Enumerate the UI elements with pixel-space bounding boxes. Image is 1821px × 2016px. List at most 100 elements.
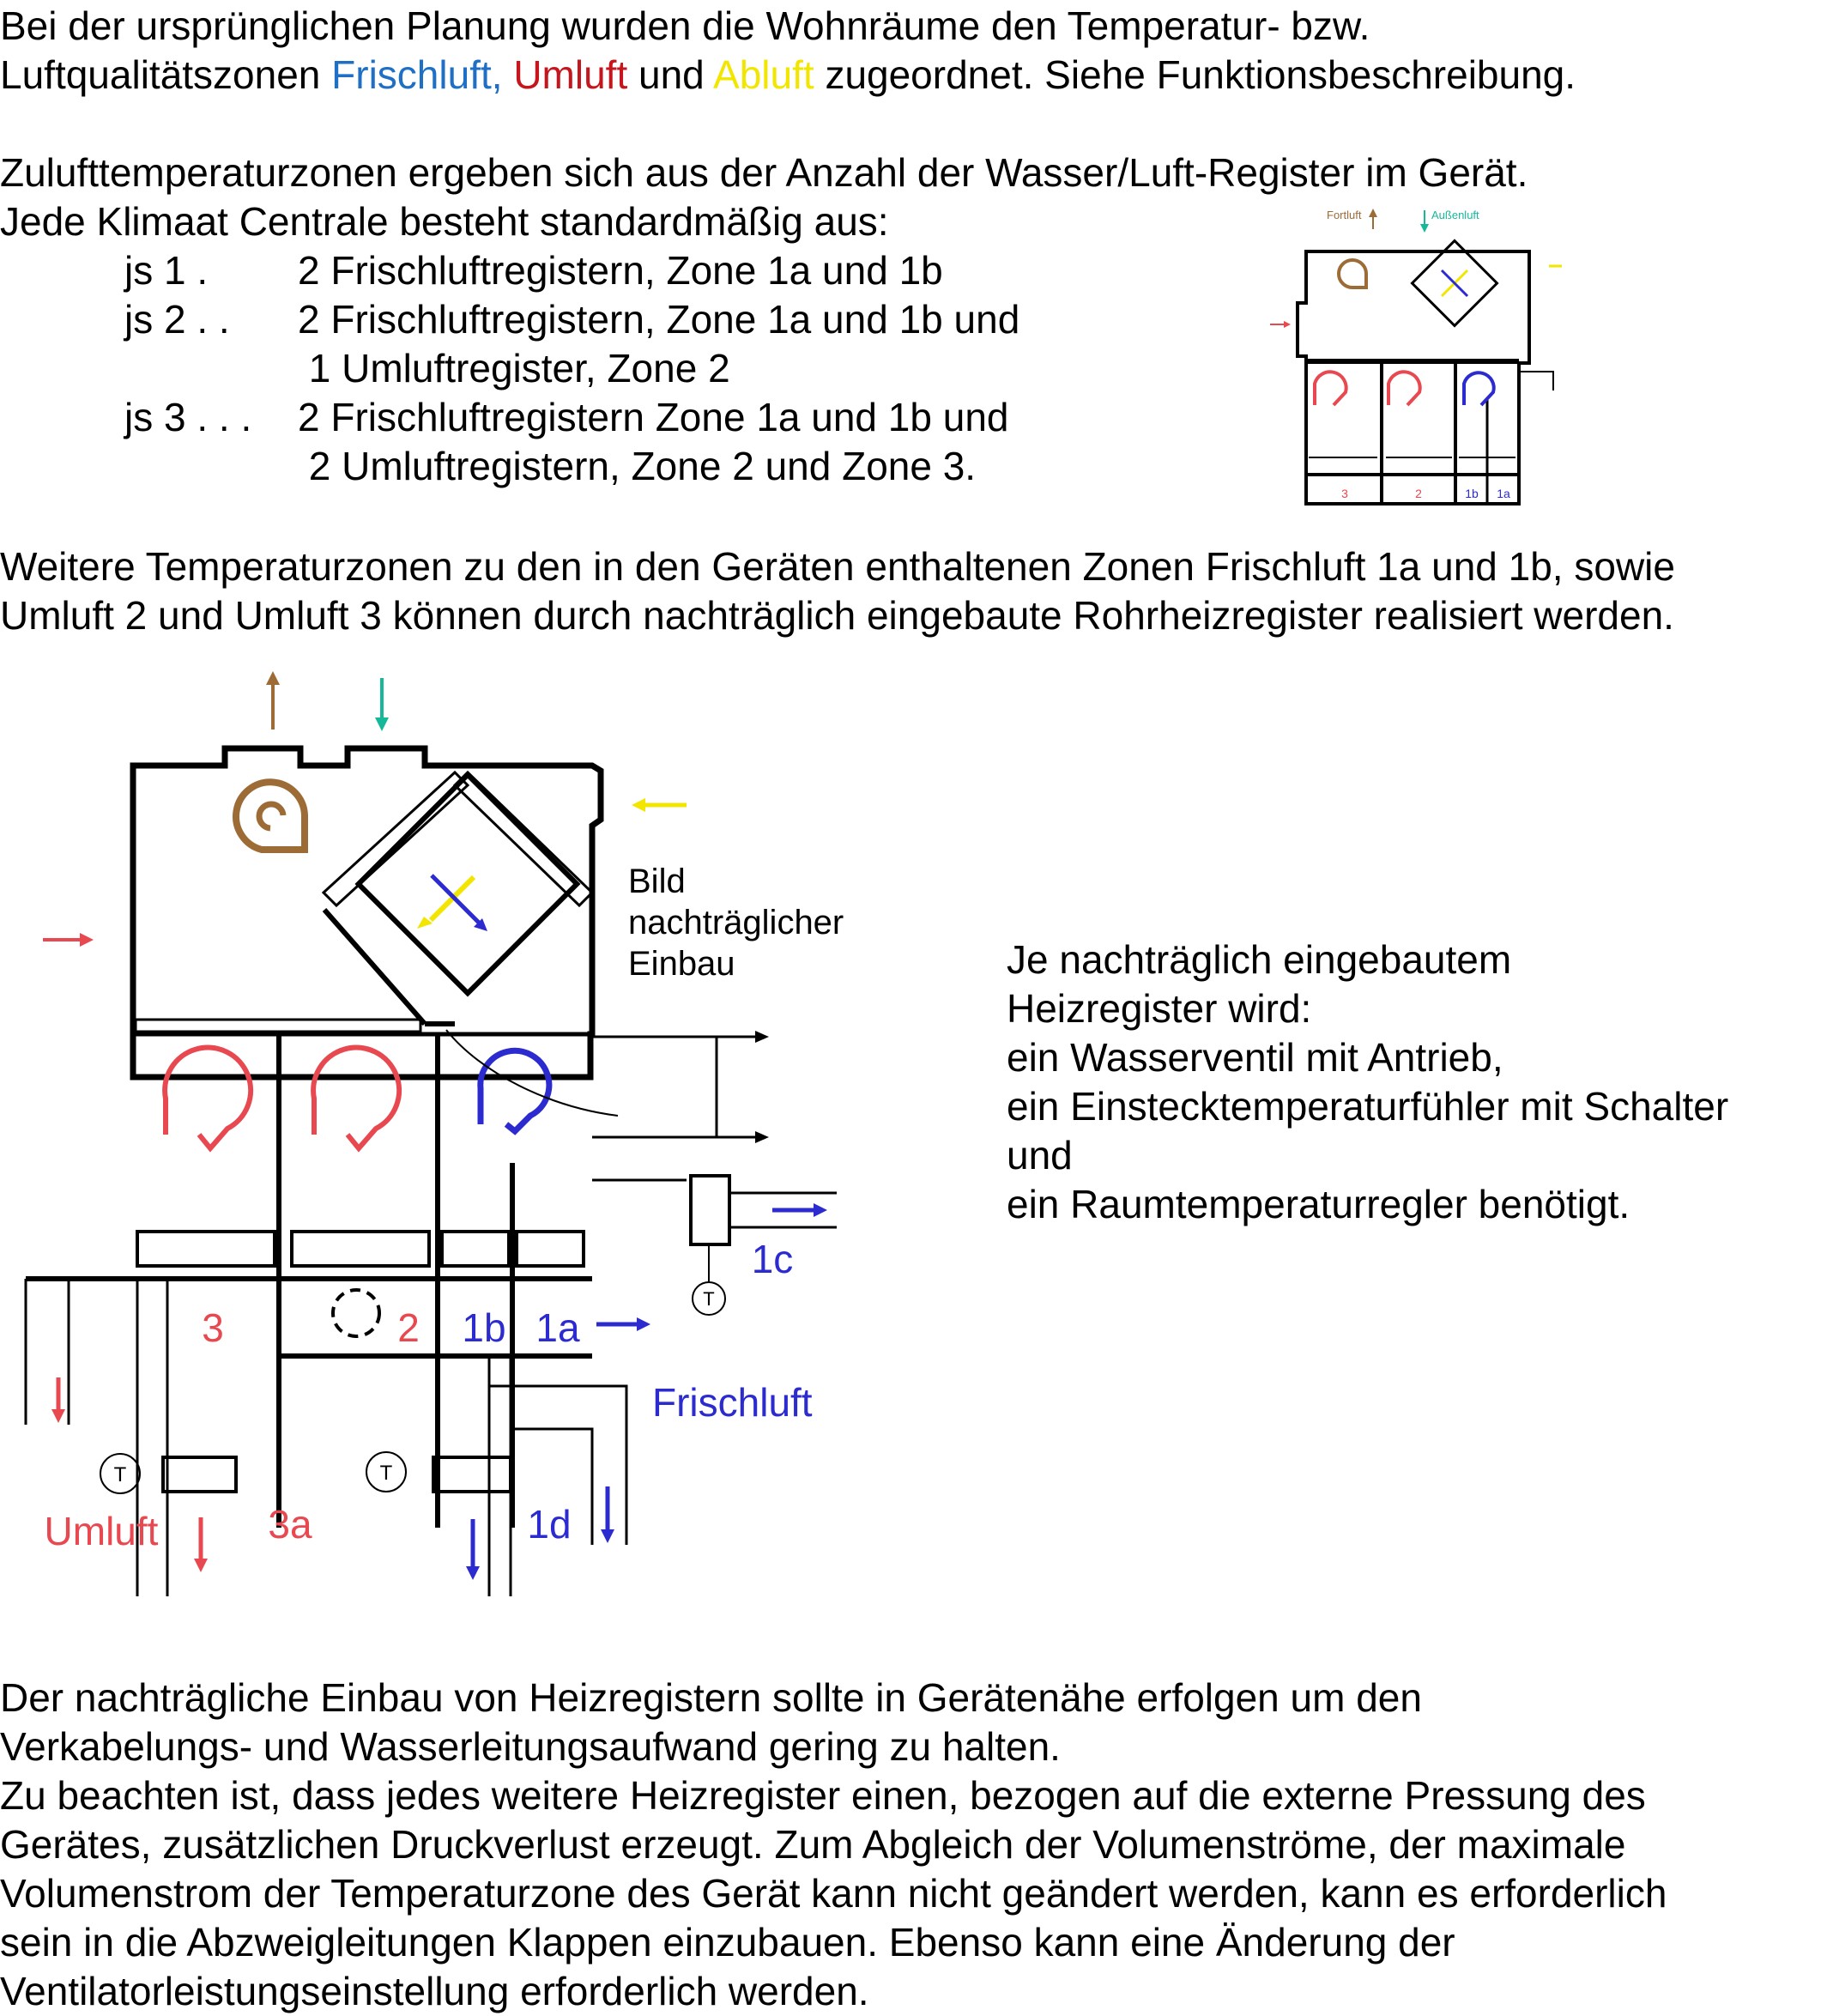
frischluft-label: Frischluft — [652, 1380, 813, 1425]
zone-2-label: 2 — [397, 1305, 420, 1350]
small-exhaust-fan-icon — [1337, 258, 1368, 289]
bypass-arrow-top — [755, 1031, 769, 1043]
zone-1b-label: 1b — [462, 1305, 505, 1350]
exhaust-fan-icon — [233, 778, 308, 853]
side-note-line-6: ein Raumtemperaturregler benötigt. — [1007, 1182, 1630, 1226]
exchanger-hatch-left — [321, 770, 470, 908]
small-fan-zone-2-icon — [1387, 370, 1422, 407]
small-zone-1b: 1b — [1465, 487, 1479, 500]
intro-line-2-suffix: zugeordnet. Siehe Funktionsbeschreibung. — [825, 52, 1576, 97]
fan-zone-2-icon — [311, 1044, 402, 1153]
abluft-arrowhead — [632, 798, 645, 812]
exhaust-fan-inner — [256, 801, 287, 832]
fan-zone-1-icon — [477, 1047, 553, 1135]
zone-umluft: Umluft — [513, 52, 628, 97]
zone-3a-heater — [161, 1456, 238, 1493]
zone-1d-arrowhead — [466, 1566, 480, 1580]
unit-housing — [130, 745, 604, 1081]
umluft-in-arrowhead — [80, 933, 94, 947]
further-line-2: Umluft 2 und Umluft 3 können durch nacht… — [0, 593, 1674, 638]
small-unit-housing — [1296, 250, 1531, 506]
side-note-line-1: Je nachträglich eingebautem — [1007, 937, 1512, 982]
retrofit-diagram: T 3 2 1b 1a 1c T Umluft 3a T 1d Frischlu… — [24, 671, 844, 1596]
caption-line-1: Bild — [628, 863, 686, 900]
closing-line-2: Verkabelungs- und Wasserleitungsaufwand … — [0, 1724, 1061, 1769]
hx-blue-arrowhead — [474, 918, 487, 931]
closing-line-6: sein in die Abzweigleitungen Klappen ein… — [0, 1920, 1455, 1965]
small-hx-blue-arrow — [1440, 269, 1469, 298]
coil-zone-2 — [290, 1230, 431, 1268]
zone-3a-sensor — [100, 1453, 141, 1494]
bypass-arrow-bottom — [755, 1131, 769, 1143]
zone-3a-sensor-label: T — [114, 1463, 127, 1486]
closing-line-7: Ventilatorleistungseinstellung erforderl… — [0, 1969, 869, 2013]
intro-line-1: Bei der ursprünglichen Planung wurden di… — [0, 3, 1370, 48]
closing-line-4: Gerätes, zusätzlichen Druckverlust erzeu… — [0, 1822, 1626, 1867]
small-label-aussenluft: Außenluft — [1431, 209, 1479, 221]
exchanger-hatch-right — [452, 770, 595, 908]
small-heat-exchanger — [1410, 239, 1499, 328]
intro-und: und — [638, 52, 705, 97]
small-zone-1a: 1a — [1497, 487, 1510, 500]
side-note-line-4: ein Einstecktemperaturfühler mit Schalte… — [1007, 1084, 1729, 1129]
model-js3-text: 2 Frischluftregistern Zone 1a und 1b und — [298, 395, 1009, 439]
further-line-1: Weitere Temperaturzonen zu den in den Ge… — [0, 544, 1675, 589]
intro-line-2: Luftqualitätszonen Frischluft, Umluft un… — [0, 51, 1576, 100]
zone-abluft: Abluft — [713, 52, 814, 97]
model-js2-text-cont: 1 Umluftregister, Zone 2 — [298, 346, 730, 390]
zone-1d-sensor — [366, 1451, 407, 1492]
closing-line-3: Zu beachten ist, dass jedes weitere Heiz… — [0, 1773, 1646, 1818]
zone-1c-heater — [689, 1174, 731, 1246]
model-js2: js 2 . . — [124, 297, 230, 342]
caption-line-2: nachträglicher — [628, 904, 844, 941]
closing-line-5: Volumenstrom der Temperaturzone des Gerä… — [0, 1871, 1667, 1916]
umluft-label: Umluft — [45, 1509, 159, 1553]
model-js3-text-cont: 2 Umluftregistern, Zone 2 und Zone 3. — [298, 444, 977, 488]
aussenluft-arrowhead — [375, 717, 389, 731]
heat-exchanger — [354, 771, 581, 997]
zone-1c-arrowhead — [814, 1203, 827, 1217]
small-umluft-arrowhead — [1284, 321, 1291, 328]
small-aussenluft-arrowhead — [1420, 224, 1429, 233]
umluft-branch-duct — [24, 1279, 169, 1596]
small-fan-zone-3-icon — [1313, 370, 1348, 407]
zone-3a-label: 3a — [268, 1502, 312, 1547]
side-note-line-2: Heizregister wird: — [1007, 986, 1312, 1031]
zone-frischluft: Frischluft, — [331, 52, 503, 97]
model-js1-text: 2 Frischluftregistern, Zone 1a und 1b — [298, 248, 943, 293]
model-js3: js 3 . . . — [124, 395, 252, 439]
zone-3a-arrowhead — [194, 1559, 208, 1572]
hx-blue-arrow — [430, 874, 482, 926]
fan-zone-3-icon — [162, 1044, 254, 1153]
small-fortluft-arrowhead — [1369, 209, 1377, 217]
filter-band — [134, 1018, 422, 1033]
small-bypass-duct — [1519, 371, 1554, 390]
intro-line-2-prefix: Luftqualitätszonen — [0, 52, 332, 97]
umluft-down-arrowhead — [51, 1409, 65, 1423]
model-js1: js 1 . — [124, 248, 209, 293]
coil-zone-1b — [440, 1230, 511, 1268]
caption-line-3: Einbau — [628, 945, 735, 983]
zones-line-2: Jede Klimaat Centrale besteht standardmä… — [0, 199, 889, 244]
zones-line-1: Zulufttemperaturzonen ergeben sich aus d… — [0, 150, 1528, 195]
small-zone-3: 3 — [1341, 487, 1348, 500]
small-unit-diagram: Fortluft Außenluft 3 2 1b 1a — [1270, 209, 1562, 506]
sensor-cable — [445, 1029, 619, 1117]
zone-1d-sensor-label: T — [380, 1462, 393, 1485]
frischluft-down-arrowhead — [601, 1529, 614, 1543]
zone-1d-label: 1d — [527, 1502, 571, 1547]
side-note-line-5: und — [1007, 1133, 1073, 1178]
side-note-line-3: ein Wasserventil mit Antrieb, — [1007, 1035, 1503, 1080]
zone-1d-heater — [432, 1456, 512, 1493]
zone-1c-label: 1c — [752, 1237, 794, 1281]
small-fan-zone-1-icon — [1462, 371, 1496, 407]
closing-line-1: Der nachträgliche Einbau von Heizregiste… — [0, 1675, 1422, 1720]
coil-zone-1a — [515, 1230, 585, 1268]
hx-yellow-arrowhead — [417, 917, 433, 929]
fortluft-arrowhead — [266, 671, 280, 685]
small-label-fortluft: Fortluft — [1327, 209, 1362, 221]
coil-zone-3 — [136, 1230, 276, 1268]
bypass-duct — [592, 1035, 764, 1139]
zone-2-dashed-fan — [331, 1288, 381, 1338]
small-zone-2: 2 — [1415, 487, 1422, 500]
